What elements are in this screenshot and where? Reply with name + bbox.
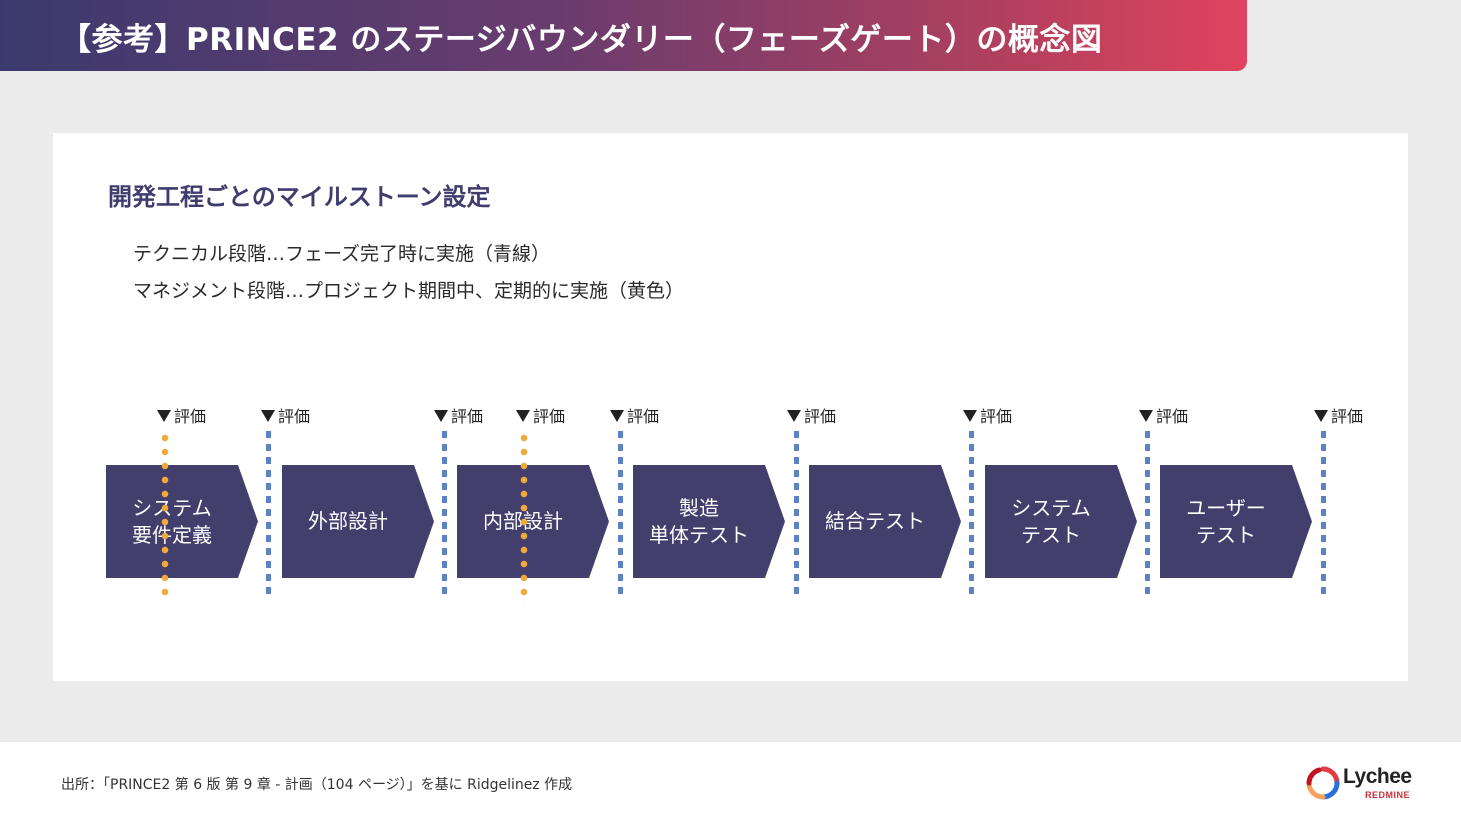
panel-title: 開発工程ごとのマイルストーン設定 (108, 183, 491, 211)
technical-gate (969, 431, 974, 599)
evaluation-marker: 評価 (787, 403, 836, 427)
down-triangle-icon (963, 410, 977, 422)
lychee-redmine-logo: Lychee REDMINE (1305, 765, 1425, 803)
evaluation-marker: 評価 (1139, 403, 1188, 427)
technical-gate (1321, 431, 1326, 599)
evaluation-marker: 評価 (1314, 403, 1363, 427)
down-triangle-icon (157, 410, 171, 422)
evaluation-marker: 評価 (157, 403, 206, 427)
management-gate (520, 431, 528, 603)
down-triangle-icon (1139, 410, 1153, 422)
source-note: 出所：「PRINCE2 第 6 版 第 9 章 - 計画（104 ページ）」を基… (61, 777, 573, 793)
evaluation-marker: 評価 (516, 403, 565, 427)
technical-gate (794, 431, 799, 599)
technical-gate (618, 431, 623, 599)
phase-system-test: システム テスト (985, 465, 1137, 578)
phase-build-unit-test: 製造 単体テスト (633, 465, 785, 578)
phase-integration-test: 結合テスト (809, 465, 961, 578)
technical-gate (1145, 431, 1150, 599)
phase-user-test: ユーザー テスト (1160, 465, 1312, 578)
down-triangle-icon (610, 410, 624, 422)
footer (0, 742, 1461, 825)
technical-gate (442, 431, 447, 599)
phase-requirements: システム 要件定義 (106, 465, 258, 578)
phase-external-design: 外部設計 (282, 465, 434, 578)
evaluation-marker: 評価 (434, 403, 483, 427)
legend-technical: テクニカル段階…フェーズ完了時に実施（青線） (133, 243, 551, 265)
diagram-panel: 開発工程ごとのマイルストーン設定 テクニカル段階…フェーズ完了時に実施（青線） … (53, 133, 1408, 681)
page-title: 【参考】PRINCE2 のステージバウンダリー（フェーズゲート）の概念図 (60, 22, 1103, 58)
down-triangle-icon (516, 410, 530, 422)
down-triangle-icon (1314, 410, 1328, 422)
down-triangle-icon (261, 410, 275, 422)
evaluation-marker: 評価 (963, 403, 1012, 427)
lychee-logo-icon (1306, 766, 1340, 800)
evaluation-marker: 評価 (610, 403, 659, 427)
down-triangle-icon (787, 410, 801, 422)
management-gate (161, 431, 169, 603)
down-triangle-icon (434, 410, 448, 422)
legend-management: マネジメント段階…プロジェクト期間中、定期的に実施（黄色） (133, 280, 685, 302)
evaluation-marker: 評価 (261, 403, 310, 427)
technical-gate (266, 431, 271, 599)
phase-internal-design: 内部設計 (457, 465, 609, 578)
title-bar: 【参考】PRINCE2 のステージバウンダリー（フェーズゲート）の概念図 (0, 0, 1247, 71)
